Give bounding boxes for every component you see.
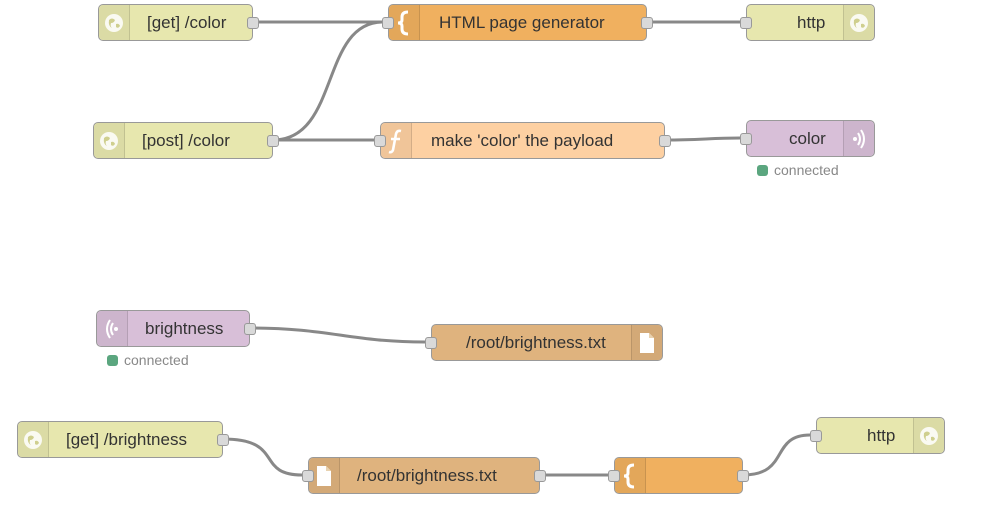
- globe-icon: [843, 5, 874, 40]
- input-port[interactable]: [740, 133, 752, 145]
- template-node[interactable]: [608, 457, 749, 494]
- mqtt-signal-icon: [97, 311, 128, 346]
- globe-icon: [18, 422, 49, 457]
- mqtt-brightness-status: connected: [107, 352, 189, 368]
- output-port[interactable]: [737, 470, 749, 482]
- file-icon: [309, 458, 340, 493]
- status-text: connected: [774, 162, 839, 178]
- node-label: /root/brightness.txt: [357, 465, 497, 485]
- template-braces-icon: [389, 5, 420, 40]
- mqtt-out-color-node[interactable]: color: [740, 120, 875, 157]
- http-in-get-brightness-node[interactable]: [get] /brightness: [17, 421, 229, 458]
- mqtt-in-brightness-node[interactable]: brightness: [96, 310, 256, 347]
- http-in-get-color-node[interactable]: [get] /color: [98, 4, 259, 41]
- node-label: /root/brightness.txt: [466, 332, 606, 352]
- node-label: [get] /color: [147, 12, 227, 32]
- globe-icon: [99, 5, 130, 40]
- node-label: http: [797, 12, 826, 32]
- node-label: http: [867, 425, 896, 445]
- output-port[interactable]: [659, 135, 671, 147]
- http-response-node[interactable]: http: [810, 417, 945, 454]
- input-port[interactable]: [810, 430, 822, 442]
- status-dot-icon: [107, 354, 118, 366]
- wire-get-brightness-to-file-read[interactable]: [222, 437, 303, 477]
- mqtt-color-status: connected: [757, 162, 839, 178]
- output-port[interactable]: [247, 17, 259, 29]
- http-in-post-color-node[interactable]: [post] /color: [93, 122, 279, 159]
- output-port[interactable]: [267, 135, 279, 147]
- node-label: HTML page generator: [439, 12, 605, 32]
- file-icon: [631, 325, 662, 360]
- wire-template-to-http[interactable]: [742, 433, 811, 477]
- wire-post-color-to-html-generator[interactable]: [272, 20, 384, 142]
- input-port[interactable]: [374, 135, 386, 147]
- node-label: brightness: [145, 318, 224, 338]
- globe-icon: [94, 123, 125, 158]
- http-response-node[interactable]: http: [740, 4, 875, 41]
- file-read-brightness-node[interactable]: /root/brightness.txt: [302, 457, 546, 494]
- input-port[interactable]: [302, 470, 314, 482]
- node-label: [post] /color: [142, 130, 230, 150]
- wire-make-color-to-mqtt-color[interactable]: [664, 136, 741, 142]
- globe-icon: [913, 418, 944, 453]
- function-icon: [381, 123, 412, 158]
- output-port[interactable]: [217, 434, 229, 446]
- output-port[interactable]: [534, 470, 546, 482]
- output-port[interactable]: [244, 323, 256, 335]
- output-port[interactable]: [641, 17, 653, 29]
- template-braces-icon: [615, 458, 646, 493]
- status-text: connected: [124, 352, 189, 368]
- function-make-color-payload-node[interactable]: make 'color' the payload: [374, 122, 671, 159]
- file-write-brightness-node[interactable]: /root/brightness.txt: [425, 324, 663, 361]
- wire-brightness-to-file-write[interactable]: [249, 326, 426, 344]
- input-port[interactable]: [608, 470, 620, 482]
- node-label: make 'color' the payload: [431, 130, 614, 150]
- input-port[interactable]: [425, 337, 437, 349]
- node-label: color: [789, 128, 826, 148]
- input-port[interactable]: [382, 17, 394, 29]
- status-dot-icon: [757, 164, 768, 176]
- mqtt-signal-icon: [843, 121, 874, 156]
- template-html-page-generator-node[interactable]: HTML page generator: [382, 4, 653, 41]
- node-label: [get] /brightness: [66, 429, 187, 449]
- input-port[interactable]: [740, 17, 752, 29]
